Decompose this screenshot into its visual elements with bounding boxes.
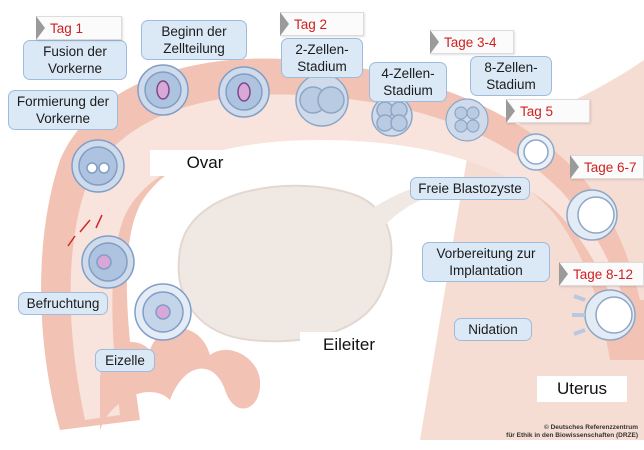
label-fusion-der-vorkerne: Fusion der Vorkerne xyxy=(23,40,127,80)
label-eizelle: Eizelle xyxy=(95,349,155,372)
cell-stage-acht xyxy=(446,99,488,141)
cell-stage-vier xyxy=(372,96,412,136)
cell-stage-nidation xyxy=(572,290,635,340)
label-befruchtung: Befruchtung xyxy=(18,292,108,315)
label-freie-blastozyste: Freie Blastozyste xyxy=(410,177,530,200)
label-vorbereitung-zur-implantation: Vorbereitung zur Implantation xyxy=(422,242,550,282)
copyright-line-1: © Deutsches Referenzzentrum xyxy=(470,424,638,432)
copyright-line-2: für Ethik in den Biowissenschaften (DRZE… xyxy=(470,432,638,440)
label-ovar: Ovar xyxy=(150,150,260,176)
label-nidation: Nidation xyxy=(454,318,532,341)
label-eileiter: Eileiter xyxy=(300,332,398,358)
cell-stage-eizelle xyxy=(135,284,191,340)
label-uterus: Uterus xyxy=(537,376,627,402)
label-8-zellen-stadium: 8-Zellen-Stadium xyxy=(470,56,552,96)
tag-tage-6-7: Tage 6-7 xyxy=(570,155,644,179)
cell-stage-fusion xyxy=(138,65,188,115)
label-formierung-der-vorkerne: Formierung der Vorkerne xyxy=(8,90,118,130)
tag-tage-8-12: Tage 8-12 xyxy=(559,262,644,286)
cell-stage-blastozyste-free xyxy=(567,190,617,240)
cell-stage-formierung xyxy=(72,140,124,192)
label-4-zellen-stadium: 4-Zellen-Stadium xyxy=(369,62,447,102)
label-beginn-der-zellteilung: Beginn der Zellteilung xyxy=(141,20,247,60)
copyright-notice: © Deutsches Referenzzentrum für Ethik in… xyxy=(470,424,638,440)
tag-tag-2: Tag 2 xyxy=(280,12,364,36)
tag-tag-5: Tag 5 xyxy=(506,99,590,123)
cell-stage-blastozyste-early xyxy=(518,134,554,170)
cell-stage-zwei xyxy=(296,74,348,126)
label-2-zellen-stadium: 2-Zellen-Stadium xyxy=(281,38,363,78)
tag-tage-3-4: Tage 3-4 xyxy=(430,30,514,54)
cell-stage-beginn xyxy=(219,67,269,117)
ovary-shape xyxy=(179,186,392,341)
tag-tag-1: Tag 1 xyxy=(36,16,122,40)
